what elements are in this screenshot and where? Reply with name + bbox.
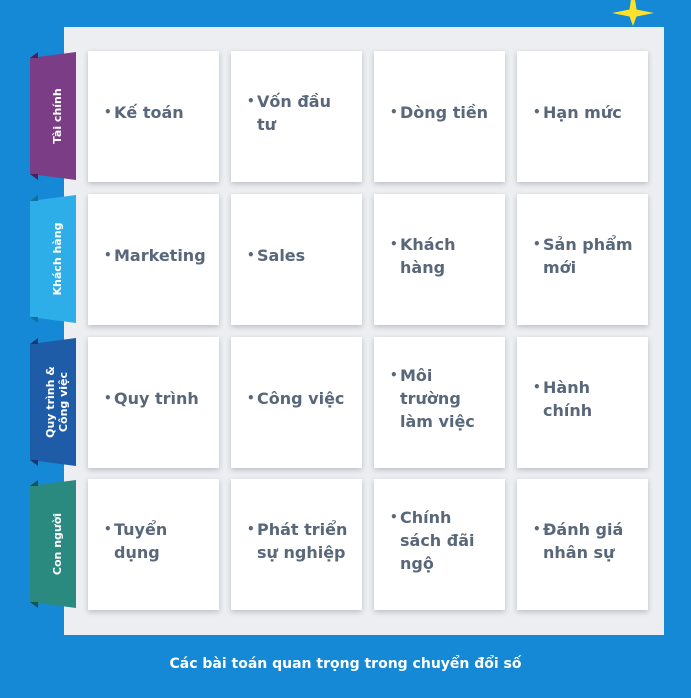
topic-label: Marketing bbox=[114, 246, 206, 265]
bullet-icon: • bbox=[247, 521, 255, 536]
bullet-icon: • bbox=[390, 510, 398, 524]
topic-label: Chính sách đãi ngộ bbox=[400, 508, 475, 573]
bullet-icon: • bbox=[247, 93, 255, 108]
category-label: Khách hàng bbox=[50, 222, 64, 296]
topic-label: Hành chính bbox=[543, 377, 593, 420]
topic-card: •Dòng tiền bbox=[374, 51, 505, 182]
bullet-icon: • bbox=[390, 236, 398, 251]
bullet-icon: • bbox=[533, 236, 541, 251]
category-tab: Khách hàng bbox=[30, 195, 76, 323]
topic-card: •Kế toán bbox=[88, 51, 219, 182]
category-label: Quy trình & Công việc bbox=[44, 366, 70, 438]
topic-label: Kế toán bbox=[114, 103, 184, 122]
topic-label: Sản phẩm mới bbox=[543, 234, 633, 277]
bullet-icon: • bbox=[533, 379, 541, 394]
topic-label: Dòng tiền bbox=[400, 103, 489, 122]
topic-card: •Hành chính bbox=[517, 337, 648, 468]
bullet-icon: • bbox=[104, 105, 112, 119]
topic-card: •Công việc bbox=[231, 337, 362, 468]
topic-label: Công việc bbox=[257, 389, 345, 408]
bullet-icon: • bbox=[247, 391, 255, 405]
topic-card: •Khách hàng bbox=[374, 194, 505, 325]
topic-label: Khách hàng bbox=[400, 234, 456, 277]
topic-label: Môi trường làm việc bbox=[400, 366, 475, 431]
topic-card: •Sản phẩm mới bbox=[517, 194, 648, 325]
category-tab: Tài chính bbox=[30, 52, 76, 180]
topic-label: Vốn đầu tư bbox=[257, 91, 331, 134]
caption: Các bài toán quan trọng trong chuyển đổi… bbox=[169, 656, 522, 672]
category-label: Con người bbox=[50, 512, 64, 576]
topic-label: Tuyển dụng bbox=[114, 519, 168, 562]
bullet-icon: • bbox=[390, 105, 398, 119]
topic-label: Đánh giá nhân sự bbox=[543, 519, 624, 562]
topic-card: •Đánh giá nhân sự bbox=[517, 479, 648, 610]
bullet-icon: • bbox=[533, 521, 541, 536]
topic-card: •Phát triển sự nghiệp bbox=[231, 479, 362, 610]
topic-label: Hạn mức bbox=[543, 103, 622, 122]
category-tab: Quy trình & Công việc bbox=[30, 338, 76, 466]
category-label: Tài chính bbox=[50, 88, 64, 144]
bullet-icon: • bbox=[247, 248, 255, 262]
topic-card: •Tuyển dụng bbox=[88, 479, 219, 610]
bullet-icon: • bbox=[390, 368, 398, 382]
bullet-icon: • bbox=[104, 521, 112, 536]
topic-card: •Chính sách đãi ngộ bbox=[374, 479, 505, 610]
topic-card: •Quy trình bbox=[88, 337, 219, 468]
topic-label: Phát triển sự nghiệp bbox=[257, 519, 348, 562]
topic-label: Sales bbox=[257, 246, 306, 265]
topic-card: •Vốn đầu tư bbox=[231, 51, 362, 182]
topic-card: •Hạn mức bbox=[517, 51, 648, 182]
category-tab: Con người bbox=[30, 480, 76, 608]
sparkle-star-icon bbox=[612, 0, 654, 26]
bullet-icon: • bbox=[104, 248, 112, 262]
bullet-icon: • bbox=[533, 105, 541, 119]
topic-card: •Sales bbox=[231, 194, 362, 325]
topic-card: •Môi trường làm việc bbox=[374, 337, 505, 468]
topic-card: •Marketing bbox=[88, 194, 219, 325]
bullet-icon: • bbox=[104, 391, 112, 405]
topic-label: Quy trình bbox=[114, 389, 199, 408]
